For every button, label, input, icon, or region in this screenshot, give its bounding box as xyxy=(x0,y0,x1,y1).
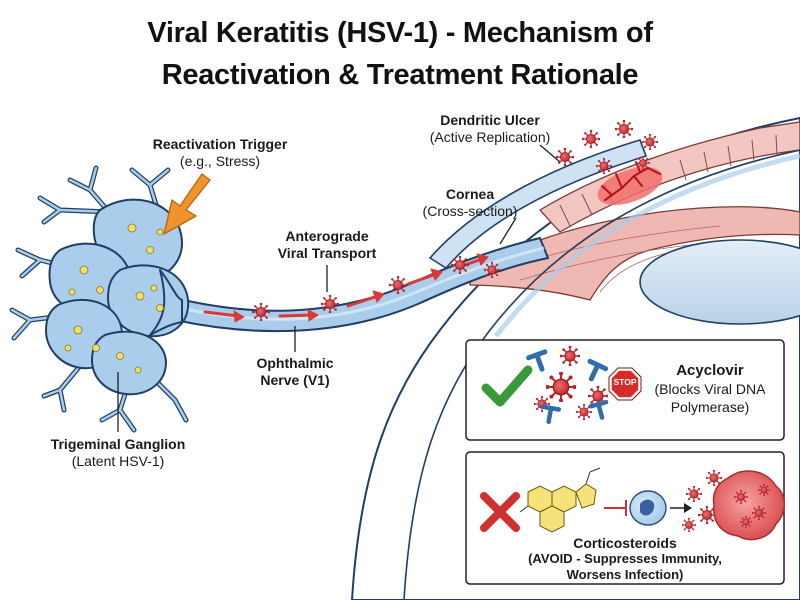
infected-tissue-icon xyxy=(712,470,785,541)
steroid-molecule-icon xyxy=(519,467,601,533)
cornea-label: Cornea (Cross-section) xyxy=(400,186,540,220)
cross-icon xyxy=(480,492,520,532)
ulcer-title: Dendritic Ulcer xyxy=(440,112,540,128)
ganglion-label: Trigeminal Ganglion (Latent HSV-1) xyxy=(18,436,218,470)
page-title-line-2: Reactivation & Treatment Rationale xyxy=(161,59,639,91)
trigger-sub: (e.g., Stress) xyxy=(179,153,261,169)
acyclovir-name: Acyclovir xyxy=(676,362,744,379)
corticosteroids-text: Corticosteroids (AVOID - Suppresses Immu… xyxy=(470,535,780,583)
ganglion-sub: (Latent HSV-1) xyxy=(71,453,165,469)
transport-label: Anterograde Viral Transport xyxy=(252,228,402,262)
trigger-label: Reactivation Trigger (e.g., Stress) xyxy=(120,136,320,170)
leader-lines xyxy=(117,144,561,432)
ulcer-sub: (Active Replication) xyxy=(429,129,551,145)
page-title-line-1: Viral Keratitis (HSV-1) - Mechanism of xyxy=(147,17,653,49)
nerve-line-1: Ophthalmic xyxy=(256,355,334,371)
acyclovir-desc-1: (Blocks Viral DNA xyxy=(654,381,766,397)
transport-line-2: Viral Transport xyxy=(277,245,377,261)
trigger-arrow xyxy=(163,173,211,235)
transport-line-1: Anterograde xyxy=(285,228,369,244)
trigeminal-ganglion xyxy=(9,165,190,433)
cornea-band xyxy=(428,139,648,270)
acyclovir-text: Acyclovir (Blocks Viral DNA Polymerase) xyxy=(640,362,780,416)
lens xyxy=(639,239,800,325)
ganglion-nuclei xyxy=(64,223,164,374)
nerve-label: Ophthalmic Nerve (V1) xyxy=(225,355,365,389)
corticosteroids-desc-1: (AVOID - Suppresses Immunity, xyxy=(528,551,722,566)
cornea-sub: (Cross-section) xyxy=(422,203,518,219)
cornea-title: Cornea xyxy=(445,186,495,202)
acyclovir-panel xyxy=(465,339,785,441)
nerve-line-2: Nerve (V1) xyxy=(260,372,330,388)
corticosteroids-name: Corticosteroids xyxy=(573,535,677,551)
acyclovir-desc-2: Polymerase) xyxy=(670,399,750,415)
stop-sign-text: STOP xyxy=(613,377,637,387)
dendritic-ulcer xyxy=(597,161,663,206)
immune-cell-icon xyxy=(629,490,667,526)
corticosteroids-panel xyxy=(465,451,785,585)
stop-sign-icon xyxy=(608,367,642,401)
corticosteroids-desc-2: Worsens Infection) xyxy=(566,567,684,582)
trigger-title: Reactivation Trigger xyxy=(152,136,288,152)
ganglion-title: Trigeminal Ganglion xyxy=(50,436,186,452)
ulcer-label: Dendritic Ulcer (Active Replication) xyxy=(395,112,585,146)
check-icon xyxy=(481,365,533,407)
